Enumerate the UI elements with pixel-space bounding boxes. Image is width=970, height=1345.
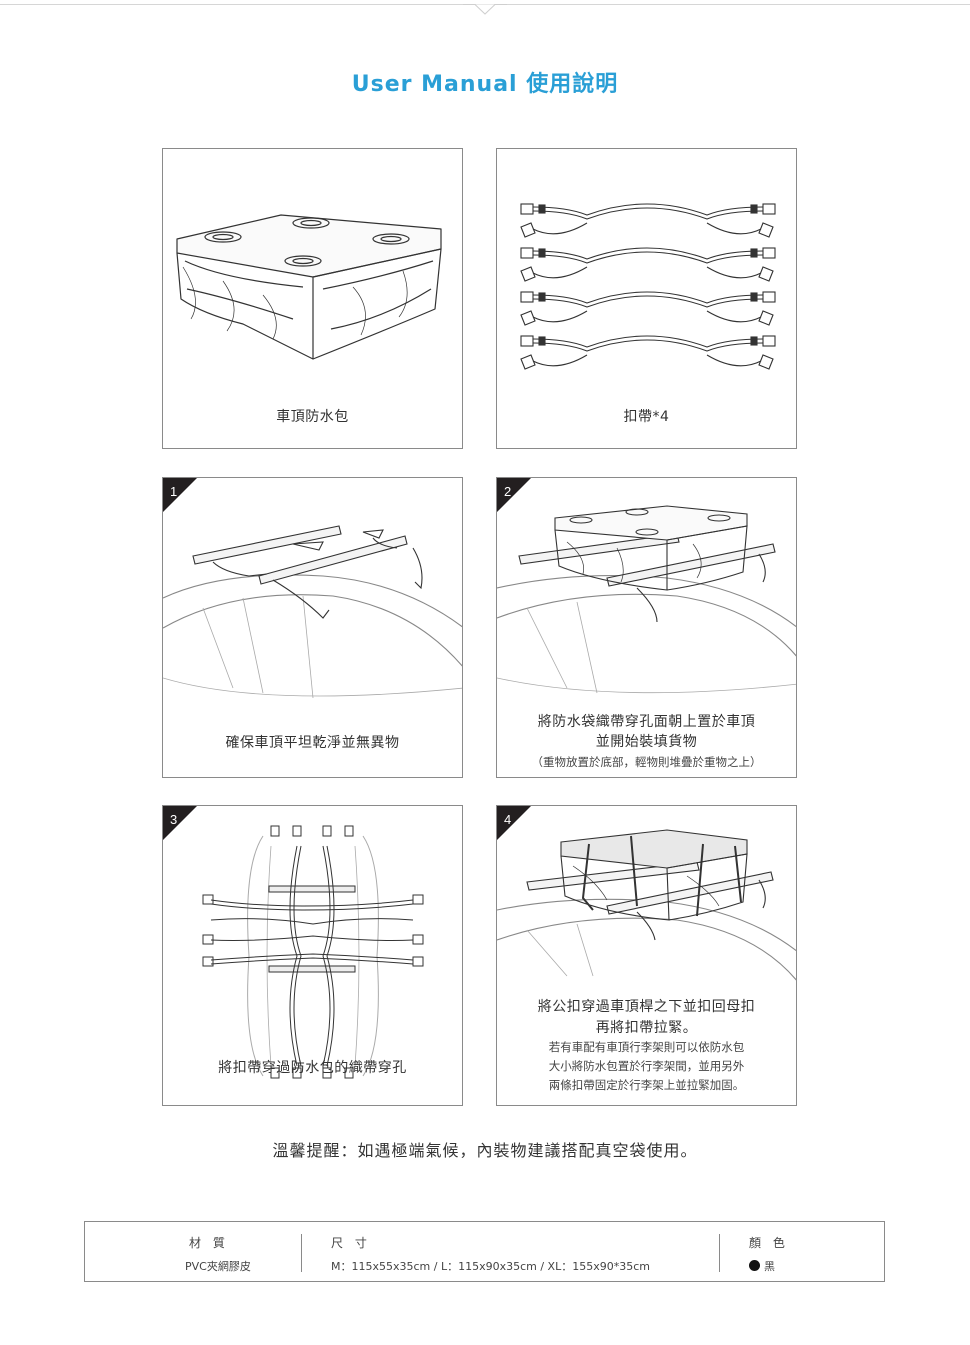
panel-step-4: 4 將公扣穿過車頂桿之下並扣回母扣 再將扣帶拉緊。 若有車配有車頂行李架則可以依… <box>496 805 797 1106</box>
material-label: 材 質 <box>189 1236 229 1250</box>
roof-bag-illustration <box>176 214 442 360</box>
strap-threading-illustration <box>202 825 424 1079</box>
strapped-bag-illustration <box>497 829 796 981</box>
panel-straps: 扣帶*4 <box>496 148 797 449</box>
bag-on-roof-illustration <box>497 505 796 694</box>
step-number: 4 <box>504 812 512 827</box>
car-roof-rack-illustration <box>163 525 462 699</box>
panel-caption-note: （重物放置於底部，輕物則堆疊於重物之上） <box>531 755 762 769</box>
size-value: M：115x55x35cm / L：115x90x35cm / XL：155x9… <box>331 1260 650 1273</box>
panel-step-1: 1 確保車頂平坦乾淨並無異物 <box>162 477 463 778</box>
panel-caption: 車頂防水包 <box>276 409 349 425</box>
step-badge: 4 <box>497 806 533 842</box>
color-swatch <box>749 1260 760 1271</box>
straps-illustration <box>520 203 776 370</box>
color-value-row: 黑 <box>749 1258 775 1274</box>
spec-divider <box>301 1234 302 1272</box>
step-badge: 1 <box>163 478 199 514</box>
spec-divider <box>719 1234 720 1272</box>
page-title: User Manual 使用說明 <box>351 72 619 97</box>
panel-caption-line-1: 將防水袋織帶穿孔面朝上置於車頂 <box>537 714 756 730</box>
step-badge: 2 <box>497 478 533 514</box>
tip-text: 溫馨提醒：如遇極端氣候，內裝物建議搭配真空袋使用。 <box>272 1141 698 1160</box>
chevron-down-icon <box>463 4 507 15</box>
panel-step-2: 2 將防水袋織帶穿孔面朝上置於車頂 並開始裝填貨物 （重物放置於底部，輕物則堆疊… <box>496 477 797 778</box>
panel-caption-line-2: 並開始裝填貨物 <box>595 734 698 750</box>
panel-step-3: 3 將扣帶穿過防水包的織帶穿孔 <box>162 805 463 1106</box>
step-badge: 3 <box>163 806 199 842</box>
material-value: PVC夾網膠皮 <box>185 1260 251 1273</box>
panel-caption-line-2: 再將扣帶拉緊。 <box>595 1020 698 1036</box>
panel-caption: 確保車頂平坦乾淨並無異物 <box>225 735 400 751</box>
step-number: 2 <box>504 484 512 499</box>
color-value: 黑 <box>764 1260 775 1273</box>
step-number: 1 <box>170 484 178 499</box>
panel-caption-note-3: 兩條扣帶固定於行李架上並拉緊加固。 <box>548 1078 745 1092</box>
size-label: 尺 寸 <box>331 1236 371 1250</box>
panel-roof-bag: 車頂防水包 <box>162 148 463 449</box>
color-label: 顏 色 <box>749 1236 789 1250</box>
panel-caption-note-1: 若有車配有車頂行李架則可以依防水包 <box>548 1040 745 1054</box>
panel-caption-note-2: 大小將防水包置於行李架間，並用另外 <box>548 1059 745 1073</box>
spec-table: 材 質 PVC夾網膠皮 尺 寸 M：115x55x35cm / L：115x90… <box>84 1221 885 1282</box>
step-number: 3 <box>170 812 178 827</box>
panel-caption: 扣帶*4 <box>623 409 670 425</box>
panel-caption: 將扣帶穿過防水包的織帶穿孔 <box>218 1060 407 1076</box>
panel-caption-line-1: 將公扣穿過車頂桿之下並扣回母扣 <box>537 999 756 1015</box>
